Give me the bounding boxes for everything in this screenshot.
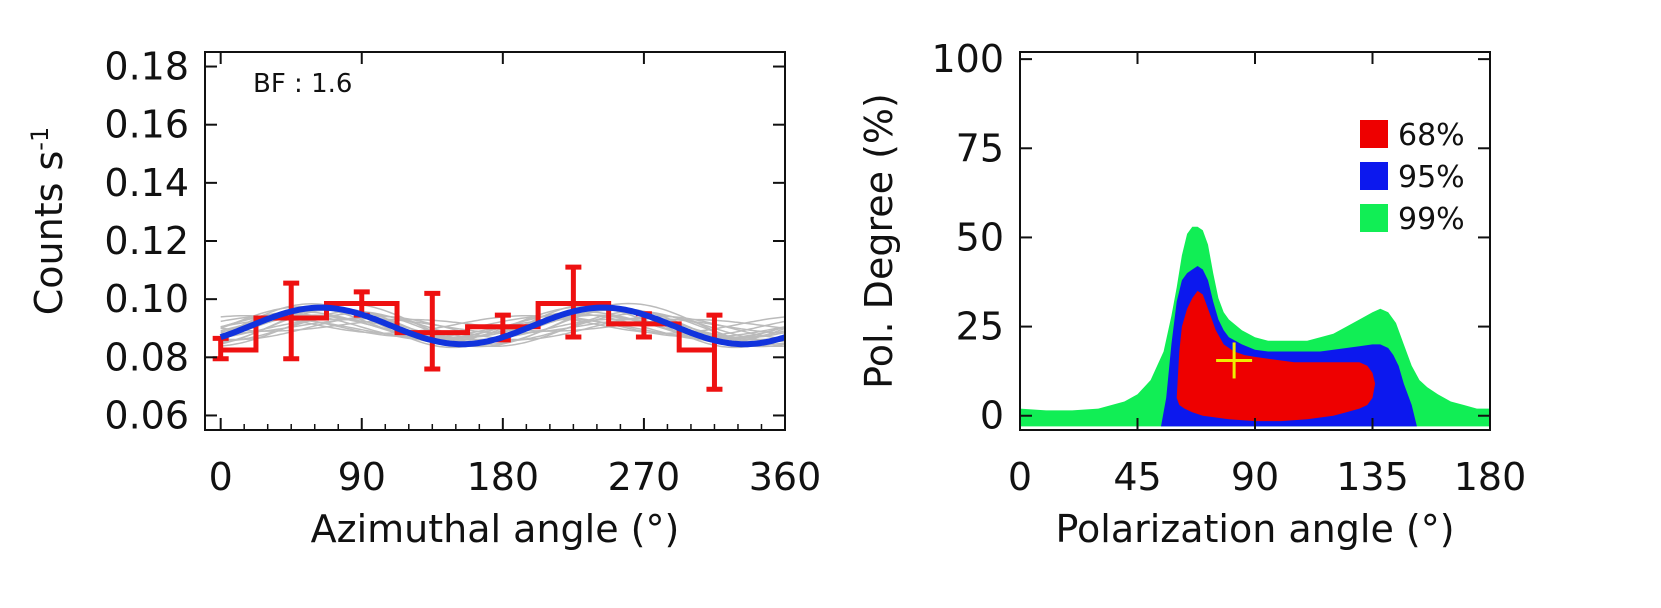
legend-swatch <box>1360 162 1388 190</box>
x-tick-label: 360 <box>749 455 822 499</box>
x-tick-label: 90 <box>1231 455 1279 499</box>
y-axis-title-superscript: -1 <box>26 127 54 151</box>
y-tick-label: 75 <box>956 126 1004 170</box>
x-tick-label: 180 <box>467 455 540 499</box>
y-tick-label: 0.08 <box>104 335 189 379</box>
x-axis-title: Azimuthal angle (°) <box>311 507 680 551</box>
legend-label: 68% <box>1398 118 1465 153</box>
y-tick-label: 0.18 <box>104 45 189 89</box>
error-bar <box>706 312 723 392</box>
y-tick-label: 50 <box>956 215 1004 259</box>
y-tick-label: 0.10 <box>104 277 189 321</box>
legend: 68% 95% 99% <box>1360 118 1465 237</box>
error-bar <box>565 264 582 340</box>
legend-item: 99% <box>1360 202 1465 237</box>
x-tick-label: 180 <box>1454 455 1527 499</box>
y-axis-title: Pol. Degree (%) <box>857 93 901 389</box>
histogram-step <box>220 301 715 353</box>
y-tick-label: 0.14 <box>104 161 189 205</box>
legend-swatch <box>1360 120 1388 148</box>
contour-68pct <box>1176 290 1376 422</box>
y-tick-label: 25 <box>956 305 1004 349</box>
x-tick-label: 90 <box>338 455 386 499</box>
x-tick-label: 135 <box>1336 455 1409 499</box>
x-axis-title: Polarization angle (°) <box>1055 507 1454 551</box>
axis-ticks: 0 90 180 270 360 0.06 0.08 0.10 0.12 0.14 0.16 0.18 <box>104 45 821 499</box>
y-tick-label: 100 <box>931 37 1004 81</box>
x-tick-label: 0 <box>1008 455 1032 499</box>
confidence-contours <box>1020 226 1490 427</box>
legend-item: 68% <box>1360 118 1465 153</box>
error-bar <box>424 290 441 372</box>
error-bar <box>283 280 300 362</box>
x-tick-label: 0 <box>209 455 233 499</box>
count-histogram <box>220 301 715 353</box>
legend-item: 95% <box>1360 160 1465 195</box>
y-tick-label: 0.16 <box>104 103 189 147</box>
polarization-chart: 0 45 90 135 180 0 25 50 75 100 68% 95% 99% Polariza… <box>857 37 1526 551</box>
legend-label: 95% <box>1398 160 1465 195</box>
best-fit-marker <box>1216 342 1253 379</box>
plot-frame <box>204 51 786 431</box>
y-tick-label: 0 <box>980 394 1004 438</box>
y-tick-label: 0.12 <box>104 219 189 263</box>
y-axis-title: Counts s-1 <box>26 127 71 315</box>
axis-ticks: 0 45 90 135 180 0 25 50 75 100 <box>931 37 1526 499</box>
best-fit-curve <box>219 304 786 348</box>
legend-label: 99% <box>1398 202 1465 237</box>
x-tick-label: 270 <box>608 455 681 499</box>
x-tick-label: 45 <box>1113 455 1161 499</box>
annotation-label: BF : 1.6 <box>253 69 352 99</box>
azimuthal-chart: 0 90 180 270 360 0.06 0.08 0.10 0.12 0.14 0.16 0.18… <box>26 45 821 551</box>
best-fit-line <box>219 304 786 348</box>
y-tick-label: 0.06 <box>104 393 189 437</box>
y-axis-title-text: Counts s <box>27 151 71 316</box>
legend-swatch <box>1360 204 1388 232</box>
